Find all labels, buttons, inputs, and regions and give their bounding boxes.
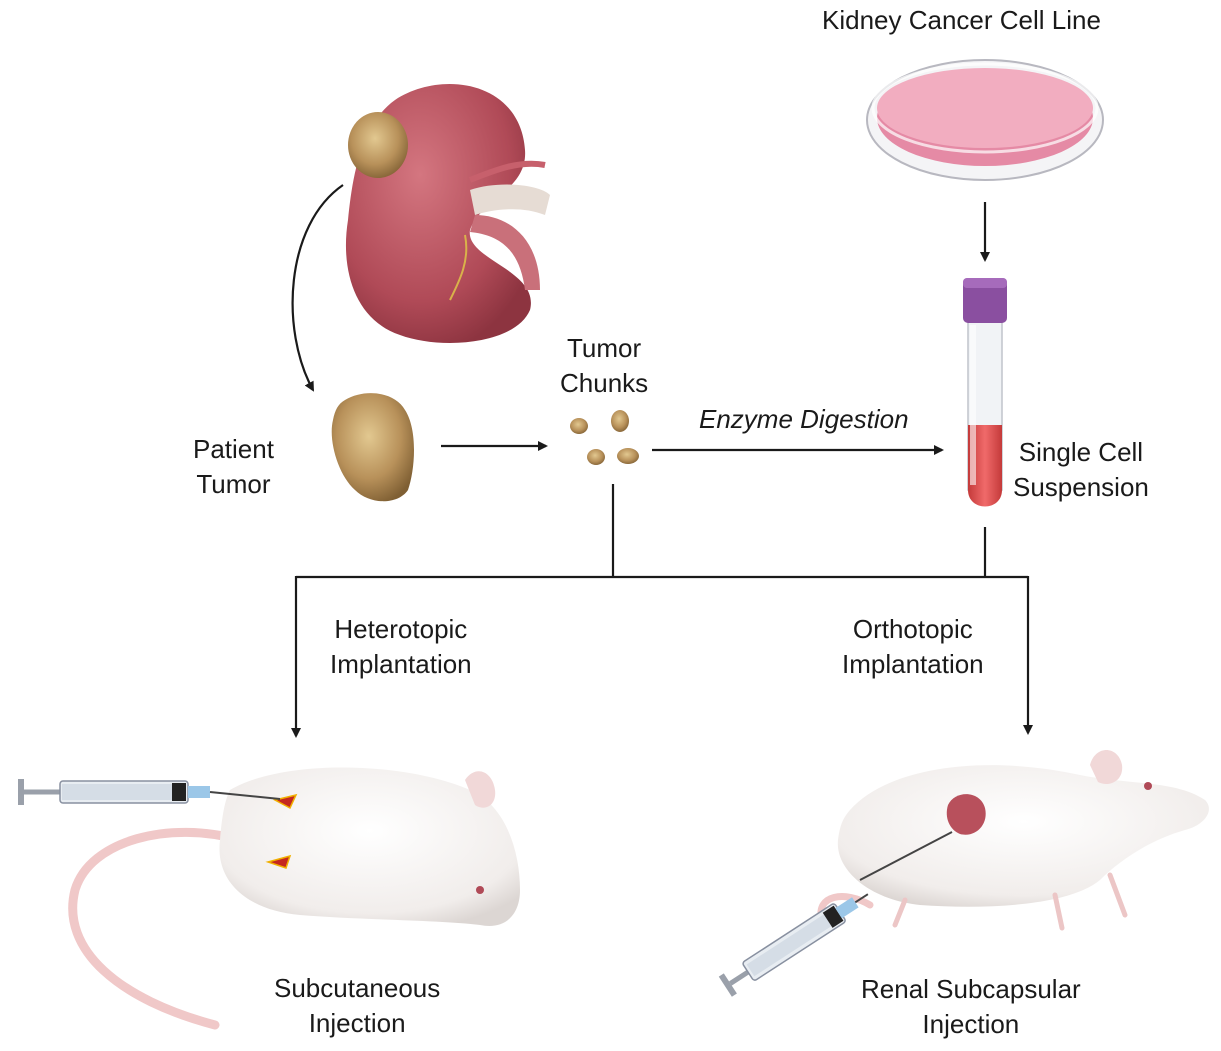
tumor-chunks-label: Tumor Chunks: [560, 333, 649, 398]
arrow-kidney-to-tumor: [291, 184, 344, 392]
enzyme-digestion-label: Enzyme Digestion: [699, 404, 909, 434]
test-tube-illustration: [963, 278, 1007, 507]
cell-line-label: Kidney Cancer Cell Line: [822, 5, 1101, 35]
kidney-illustration: [345, 84, 550, 343]
heterotopic-label: Heterotopic Implantation: [330, 614, 472, 679]
syringe-left-icon: [18, 779, 281, 805]
kidney-tumor: [348, 112, 408, 178]
branch-connectors: [296, 484, 1028, 579]
orthotopic-label: Orthotopic Implantation: [842, 614, 984, 679]
petri-dish-illustration: [866, 59, 1104, 181]
single-cell-label: Single Cell Suspension: [1013, 437, 1149, 502]
mouse-renal-illustration: [817, 750, 1209, 931]
syringe-right-icon: [718, 893, 869, 997]
renal-subcapsular-label: Renal Subcapsular Injection: [861, 974, 1081, 1039]
patient-tumor-label: Patient Tumor: [193, 434, 274, 499]
mouse-subcutaneous-illustration: [68, 767, 521, 1030]
patient-tumor-illustration: [331, 393, 414, 502]
tumor-chunks-illustration: [570, 410, 639, 465]
subcutaneous-label: Subcutaneous Injection: [274, 973, 441, 1038]
